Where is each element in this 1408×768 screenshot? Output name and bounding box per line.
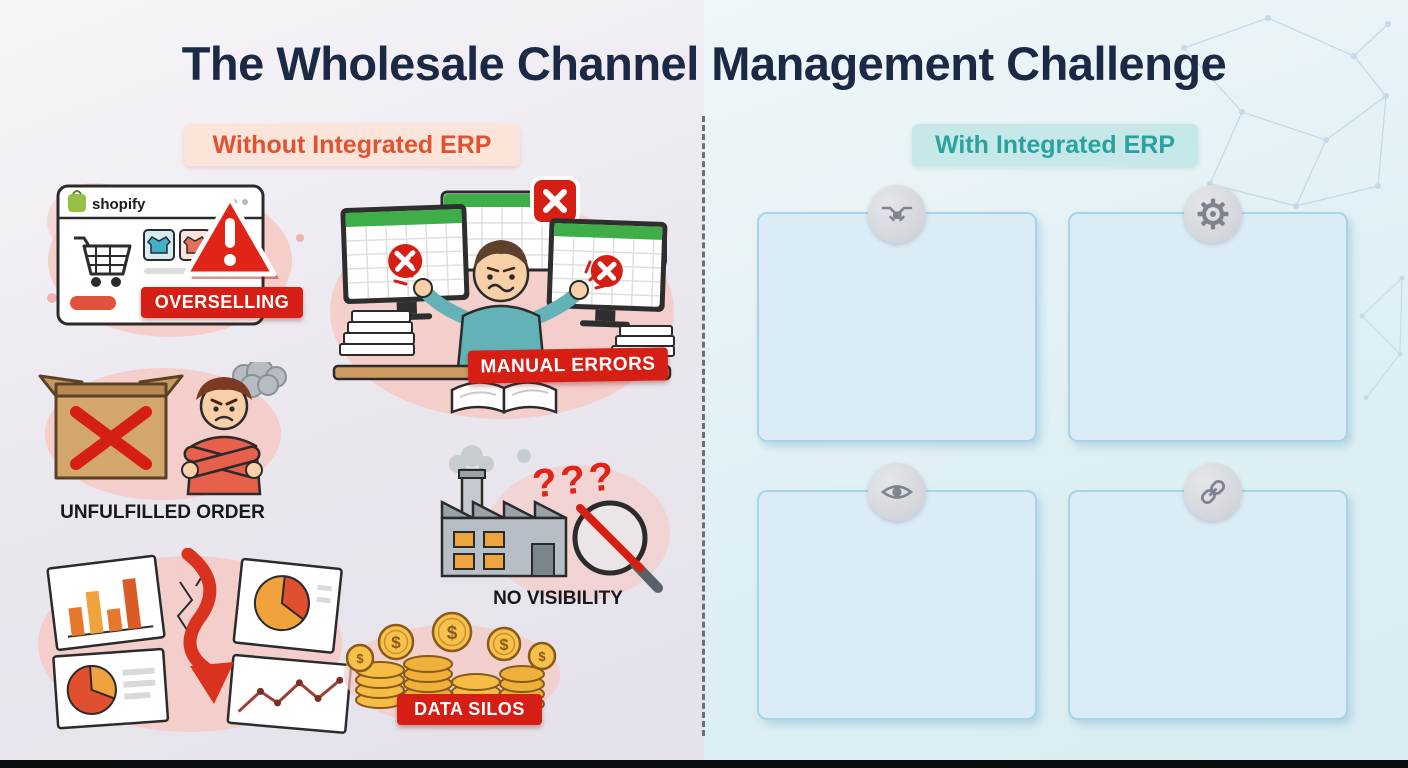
no-visibility-illustration: ??? [440,445,670,601]
pie-chart-panel [232,557,343,654]
page-title: The Wholesale Channel Management Challen… [181,37,1227,90]
panel-divider [702,116,705,736]
erp-benefit-card-1 [757,212,1037,442]
bottom-bar [0,760,1408,768]
network-pattern [1181,15,1391,209]
shopify-logo-text: shopify [92,196,146,213]
shopify-logo-icon [68,190,86,212]
eye-icon [881,485,913,499]
manual-errors-label: MANUAL ERRORS [467,347,669,384]
dollar-coins-icon: $ $ $ $ $ [345,611,557,673]
card-icon-badge [868,185,926,243]
erp-benefit-card-3 [757,490,1037,720]
paper-stack-left [339,310,415,356]
data-silos-label: DATA SILOS [397,694,542,725]
rejected-box-icon [38,374,184,480]
card-icon-badge [868,463,926,521]
line-chart-panel [226,653,353,734]
manual-errors-illustration [330,176,675,419]
erp-benefit-card-2 [1068,212,1348,442]
card-icon-badge [1184,463,1242,521]
dollar-sign: $ [391,633,401,652]
dollar-sign: $ [538,649,546,664]
bar-chart-panel [46,554,166,652]
gear-icon [1197,198,1229,230]
broken-reports-illustration [38,548,353,734]
dollar-sign: $ [356,651,364,666]
crash-arrow-icon [181,548,234,704]
link-icon [1200,479,1226,505]
unfulfilled-order-illustration [38,362,287,500]
smoke-puffs [449,445,531,473]
dollar-sign: $ [500,637,509,654]
magnifier-slash-icon [572,500,663,593]
question-marks: ??? [530,454,619,507]
no-visibility-label: NO VISIBILITY [493,588,623,609]
warning-triangle-icon [183,195,279,279]
with-erp-badge: With Integrated ERP [912,124,1198,166]
overselling-label: OVERSELLING [141,287,303,318]
network-pattern-small [1359,275,1405,401]
factory-icon [440,468,568,578]
card-icon-badge [1184,185,1242,243]
open-book-icon [450,381,558,414]
shopping-cart-icon [74,236,132,276]
monitor-left-icon [340,204,470,321]
unfulfilled-order-label: UNFULFILLED ORDER [60,502,265,523]
angry-customer [181,377,263,496]
error-badge-icon [530,176,580,226]
shopify-overselling-illustration: shopify [47,183,304,337]
dollar-sign: $ [447,623,458,644]
handshake-icon [881,206,913,222]
pie-chart-panel-2 [52,647,170,730]
without-erp-badge: Without Integrated ERP [184,124,520,166]
erp-benefit-card-4 [1068,490,1348,720]
